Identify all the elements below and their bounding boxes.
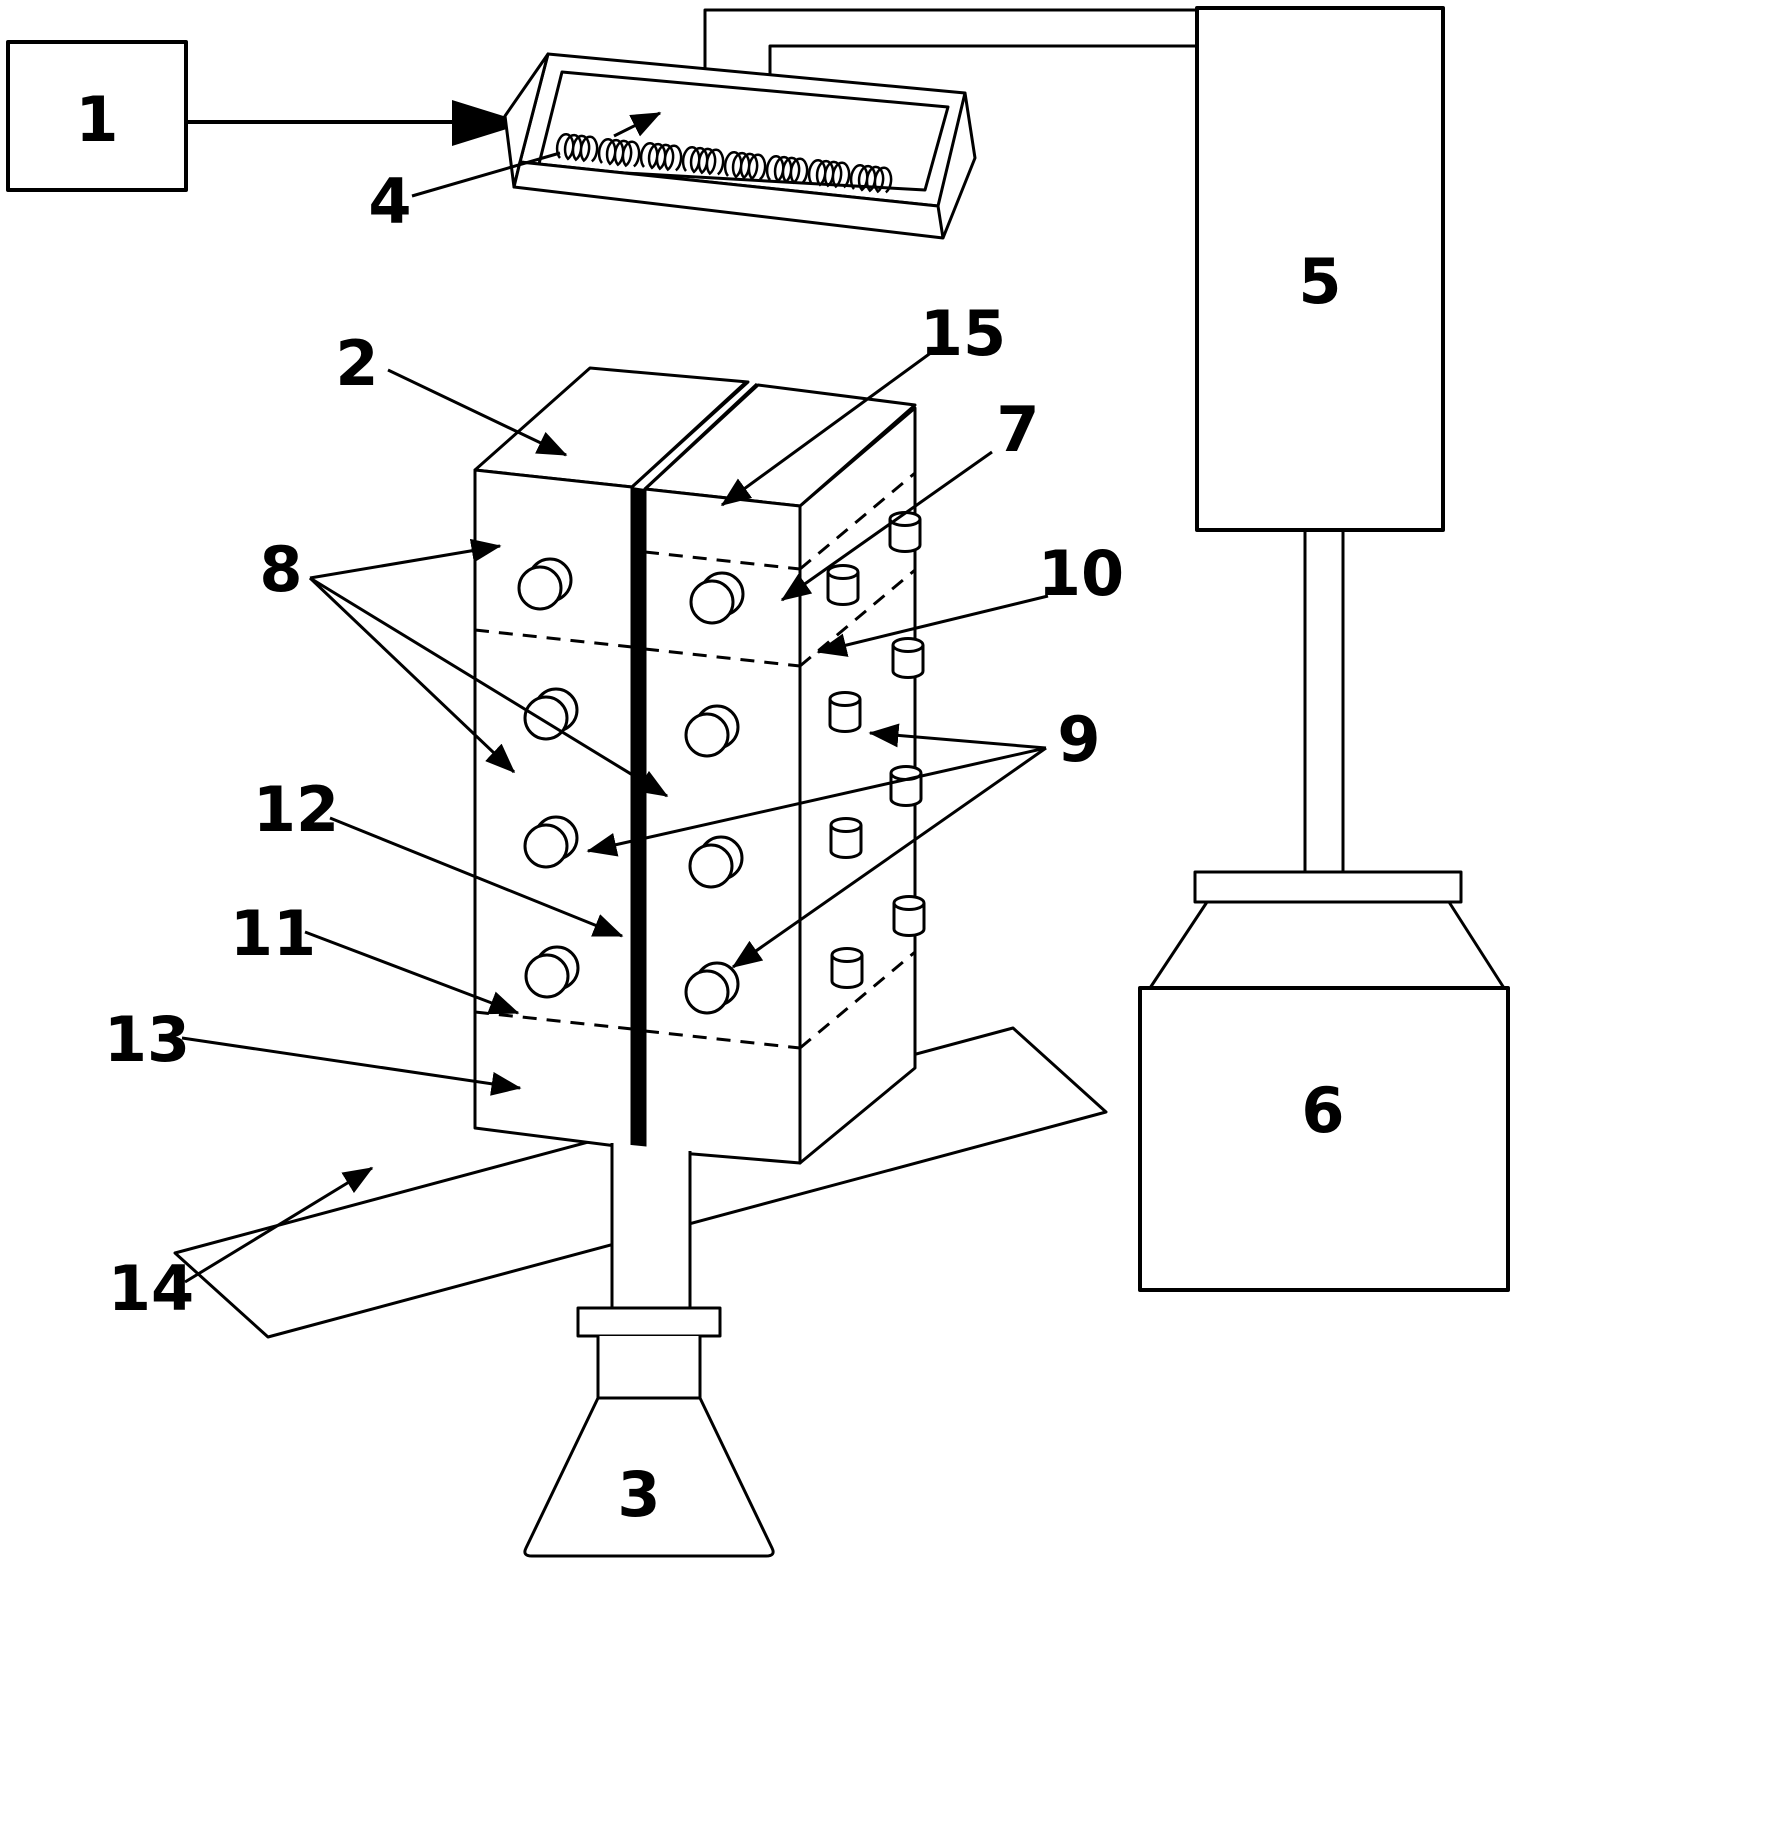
feed-arrowhead-icon (452, 100, 526, 146)
label-13: 13 (104, 1003, 190, 1076)
label-7: 7 (996, 393, 1039, 466)
column-divider (632, 487, 645, 1150)
nozzle-icon (826, 564, 860, 606)
leader-9a (868, 723, 1047, 750)
leader-10 (816, 594, 1049, 657)
label-9: 9 (1057, 703, 1100, 776)
label-14: 14 (108, 1252, 194, 1325)
dashed-line (644, 647, 801, 668)
label-6: 6 (1301, 1074, 1344, 1147)
flow-direction-arrow (613, 111, 662, 138)
flask-body (523, 1396, 775, 1558)
tray-right-face (941, 92, 977, 239)
dashed-line (474, 628, 633, 649)
label-2: 2 (335, 327, 378, 400)
label-8: 8 (259, 533, 302, 606)
leader-12 (329, 816, 624, 938)
divider-top-line-a (630, 380, 748, 489)
nozzle-icon (891, 637, 925, 679)
gas-pipe (703, 8, 1197, 78)
vessel-body (1138, 986, 1510, 1292)
callouts: 2 4 15 7 10 8 9 12 11 13 14 (104, 151, 1124, 1325)
leader-8b (308, 576, 516, 774)
leader-4 (411, 151, 561, 198)
vessel-shoulder-right (1447, 901, 1506, 989)
nozzle-icon (889, 765, 923, 807)
stem-fill (612, 1143, 690, 1308)
vessel-6: 6 (1138, 530, 1510, 1292)
tray-inner-rim (536, 70, 950, 192)
vessel-flange (1193, 870, 1463, 904)
label-10: 10 (1038, 537, 1124, 610)
neck-fill (598, 1336, 700, 1398)
label-15: 15 (920, 297, 1006, 370)
pipe-outer-line (703, 8, 1197, 70)
leader-8c (309, 576, 669, 798)
label-5: 5 (1298, 245, 1341, 318)
tank-5: 5 (1195, 6, 1445, 532)
dashed-line (644, 1029, 801, 1050)
control-box-outline (6, 40, 188, 192)
label-12: 12 (253, 773, 339, 846)
leader-13 (181, 1036, 522, 1096)
leader-8a (309, 538, 502, 580)
leader-15 (720, 350, 933, 507)
stem-flange (576, 1306, 722, 1338)
leader-2 (387, 368, 568, 457)
leader-7 (780, 450, 993, 602)
nozzle-icon (888, 511, 922, 553)
label-3: 3 (617, 1458, 660, 1531)
dashed-line (644, 550, 801, 571)
label-1: 1 (75, 83, 118, 156)
dashed-line (799, 471, 916, 571)
divider-top-line-b (643, 382, 759, 491)
dashed-line (474, 1010, 633, 1031)
vessel-shoulder-left (1148, 901, 1209, 989)
leader-9c (731, 746, 1047, 969)
label-4: 4 (368, 165, 411, 238)
pipe-inner-line (768, 44, 1197, 78)
nozzle-icon (830, 947, 864, 989)
nozzle-icon (829, 817, 863, 859)
label-11: 11 (230, 897, 316, 970)
control-box: 1 (6, 40, 188, 192)
leader-9b (586, 746, 1047, 857)
nozzle-icon (828, 691, 862, 733)
nozzle-icon (892, 895, 926, 937)
tank-5-outline (1195, 6, 1445, 532)
leader-11 (304, 930, 520, 1015)
support-and-flask: 3 (523, 1143, 775, 1558)
dashed-line (799, 950, 916, 1050)
reactor-column (473, 366, 926, 1165)
distributor-tray (503, 52, 977, 240)
feed-arrow (186, 100, 526, 146)
leader-14 (184, 1166, 374, 1284)
